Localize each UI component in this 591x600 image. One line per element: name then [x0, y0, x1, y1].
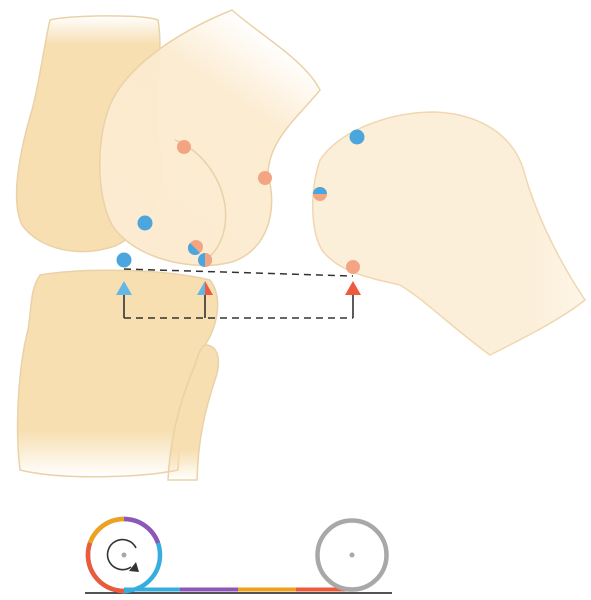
- marker-split: [198, 253, 212, 267]
- colored-wheel: [88, 519, 160, 591]
- marker-blue: [350, 130, 365, 145]
- condyle-isolated: [313, 112, 585, 355]
- marker-salmon: [346, 260, 360, 274]
- marker-salmon: [177, 140, 191, 154]
- gray-wheel: [318, 521, 387, 590]
- arrow-up-red: [345, 281, 361, 295]
- marker-salmon: [258, 171, 272, 185]
- marker-blue: [138, 216, 153, 231]
- marker-split: [313, 187, 327, 201]
- marker-blue: [117, 253, 132, 268]
